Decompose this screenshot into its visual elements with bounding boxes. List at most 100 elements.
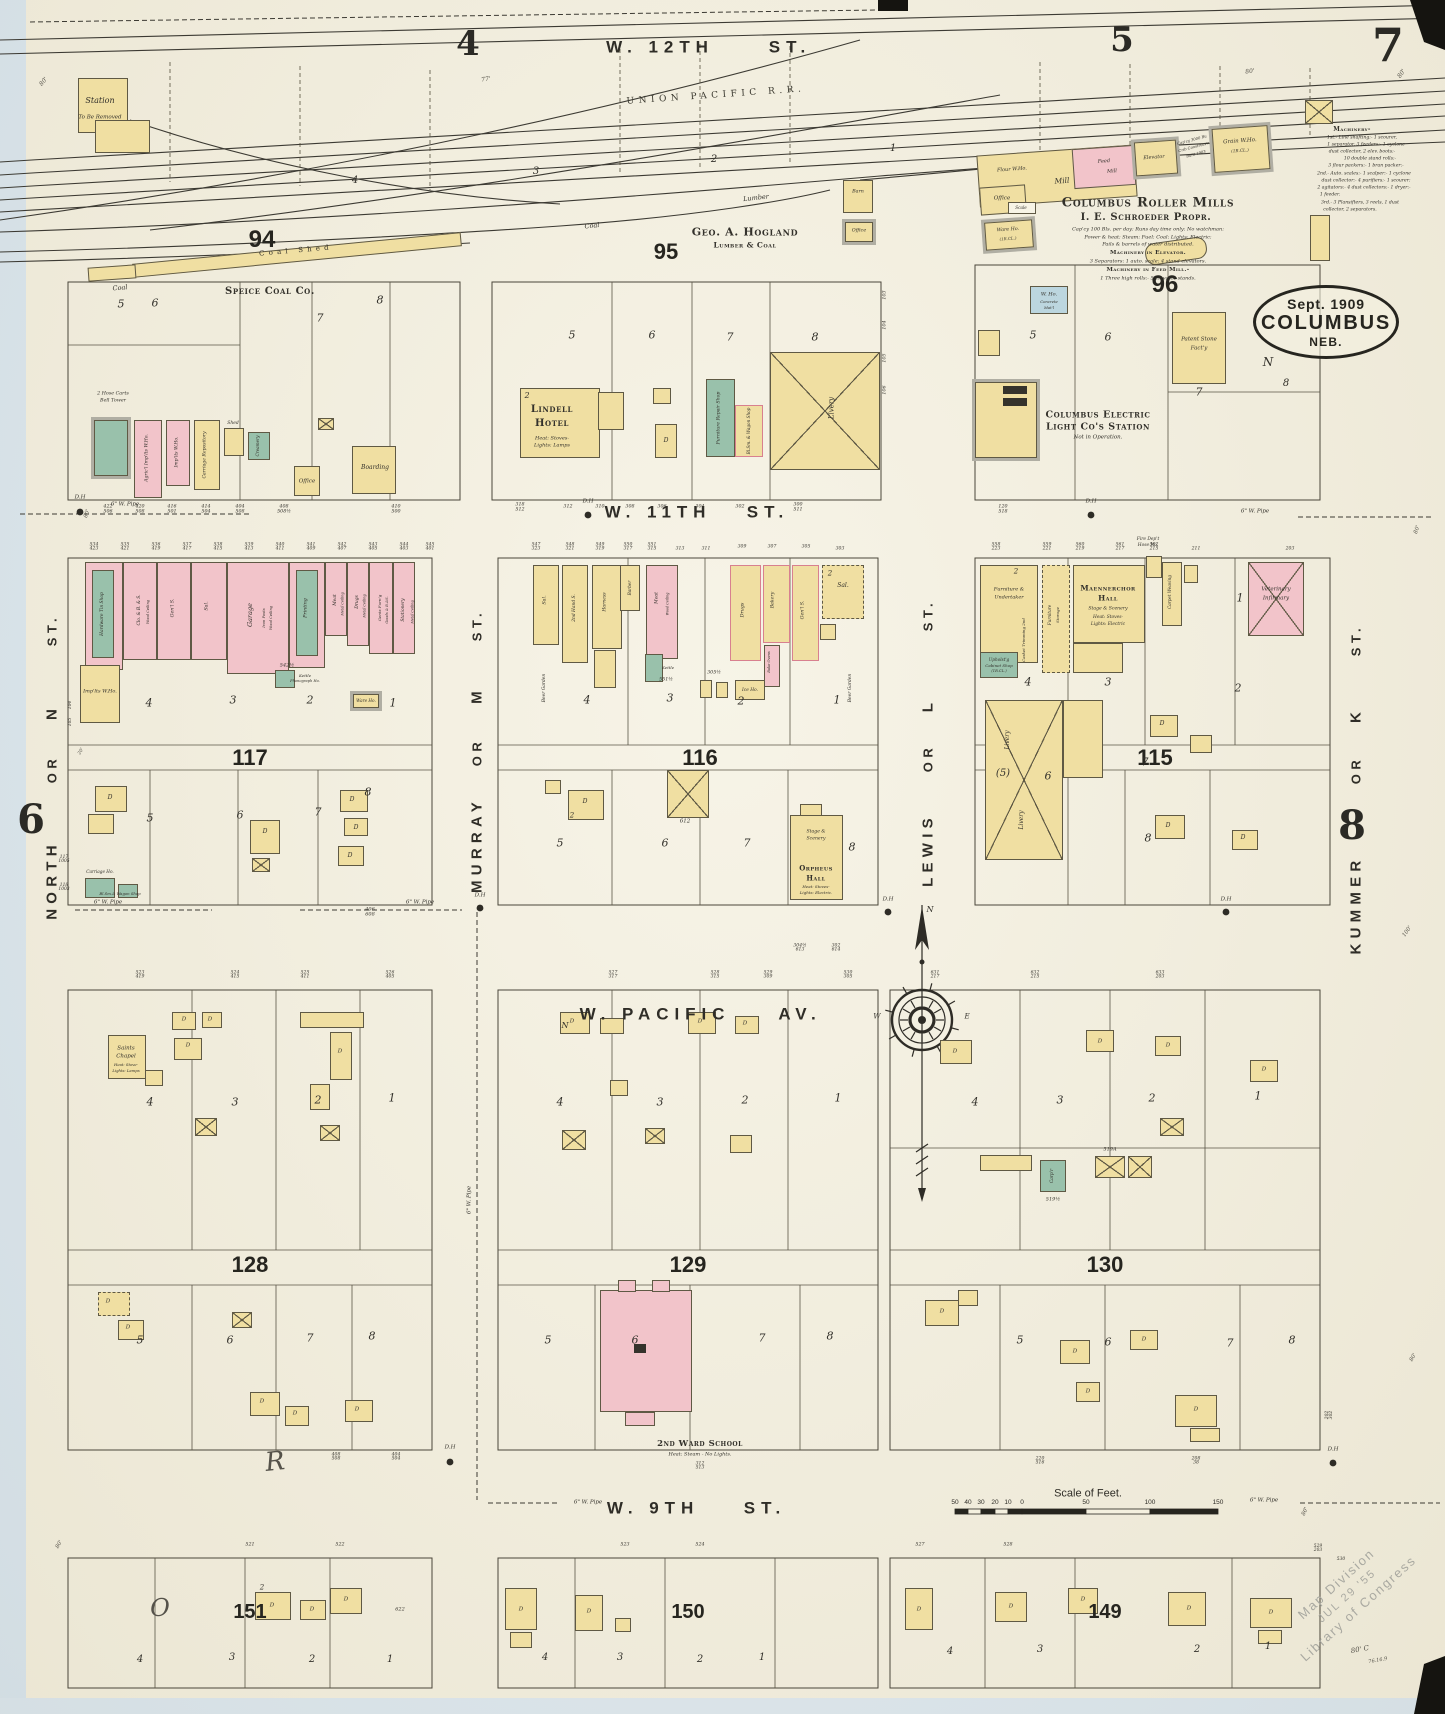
lot-number: 3: [1104, 675, 1112, 689]
building: [88, 814, 114, 834]
lot-number: 1: [1254, 1089, 1262, 1103]
place-name: 2nd Ward School: [657, 1438, 743, 1449]
measurement-label: 77': [480, 75, 492, 84]
scale-tick: 150: [1213, 1499, 1224, 1506]
note-label: Mat'l: [1044, 305, 1054, 311]
building: [310, 1084, 330, 1110]
block-outline: [67, 1557, 433, 1689]
building: [250, 820, 280, 854]
note-label: Cap'cy 100 Bls. per day: Runs day time o…: [1072, 226, 1224, 233]
building-label: D: [1141, 1336, 1147, 1343]
building-label: D: [1268, 1609, 1274, 1616]
lot-number: 8: [811, 330, 819, 344]
building-label: Imp'lts W.Ho.: [174, 436, 180, 468]
building: [250, 1392, 280, 1416]
building-label: D: [185, 1042, 191, 1049]
compass-spoke: [933, 1026, 942, 1032]
lot-number: 6: [631, 1333, 639, 1347]
building-label: Fact'y: [1190, 345, 1208, 352]
building: [645, 654, 663, 682]
building: [1008, 202, 1036, 214]
address-label: 612: [679, 818, 691, 825]
note-label: 3 Separators: 1 auto. scale: 4 stand ele…: [1089, 258, 1207, 265]
street-label: M: [468, 686, 486, 704]
lot-number: 8: [826, 1329, 834, 1343]
building: [800, 804, 822, 816]
note-label: 1 separator, 3 feeders:- 1 cyclone: [1327, 142, 1405, 148]
building-label: Drugs: [740, 602, 746, 618]
street-label: ST.: [768, 37, 812, 57]
scale-tick: 10: [1004, 1499, 1012, 1506]
street-label: OR: [44, 754, 60, 784]
address-label: 530: [1336, 1556, 1346, 1562]
address-label: D.H: [1085, 498, 1097, 505]
note-heading: Machinery in Feed Mill.-: [1106, 267, 1190, 274]
building: [820, 624, 836, 640]
note-label: collector, 2 separators.: [1323, 207, 1377, 213]
building: [191, 562, 227, 660]
lot-number: 2: [1148, 1091, 1156, 1105]
note-label: Fire Dep't: [1136, 536, 1160, 542]
address-label: 528: [1003, 1542, 1013, 1548]
building: [1248, 562, 1304, 636]
railroad-line: [0, 189, 831, 253]
address-label: D.H: [1220, 896, 1232, 903]
building-label: D: [1165, 1042, 1171, 1049]
building: [94, 420, 128, 476]
lot-number: 4: [351, 175, 359, 186]
note-heading: Machinery in Elevator.: [1109, 250, 1187, 257]
building: [353, 694, 379, 708]
lot-number: 4: [583, 693, 591, 707]
building: [562, 565, 588, 663]
lot-number: 7: [726, 330, 734, 344]
building-label: Drugs: [354, 595, 360, 609]
lot-number: 3: [1056, 1093, 1064, 1107]
corner-mark: [878, 0, 908, 11]
note-label: Heat: Steam - No Lights.: [668, 1451, 732, 1458]
building: [716, 682, 728, 698]
address-label: 211: [1191, 546, 1201, 552]
scale-tick: 0: [1020, 1499, 1024, 1506]
address-label: 106: [882, 385, 888, 395]
address-label: 103: [882, 290, 888, 300]
address-label: 309: [737, 544, 747, 550]
building: [227, 562, 289, 674]
building: [1175, 1395, 1217, 1427]
building: [792, 565, 819, 661]
address-label: 104: [67, 700, 73, 710]
lot-number: 1: [833, 693, 841, 707]
building-label: Mill: [1106, 168, 1118, 175]
building: [80, 665, 120, 723]
building-label: Metal Ceiling: [362, 594, 367, 618]
lot-number: 6: [151, 296, 159, 310]
building-label: D: [586, 1608, 592, 1615]
building-label: Wood Ceiling: [665, 592, 670, 616]
address-label: 305½: [707, 670, 721, 676]
script-mark: O: [150, 1594, 170, 1622]
building-label: Meat: [654, 591, 660, 605]
note-label: 3 flour packers:- 1 bran packer:-: [1328, 163, 1404, 169]
address-label: 522: [335, 1542, 345, 1548]
building: [95, 786, 127, 812]
building: [594, 650, 616, 688]
building-label: D: [1240, 834, 1246, 841]
lot-number: 5: [1016, 1333, 1024, 1347]
street-label: W. 11TH: [604, 502, 712, 522]
street-label: OR: [469, 737, 485, 767]
building: [978, 330, 1000, 356]
lot-number: 2: [308, 1654, 316, 1665]
building-label: Imp'lts W.Ho.: [83, 688, 117, 695]
note-label: 2 agitators:- 4 dust collectors:- 1 drye…: [1317, 185, 1411, 191]
lot-number: 2: [259, 1583, 265, 1592]
lot-number: 1: [889, 143, 897, 154]
building: [600, 1290, 692, 1412]
street-label: K: [1347, 706, 1365, 724]
